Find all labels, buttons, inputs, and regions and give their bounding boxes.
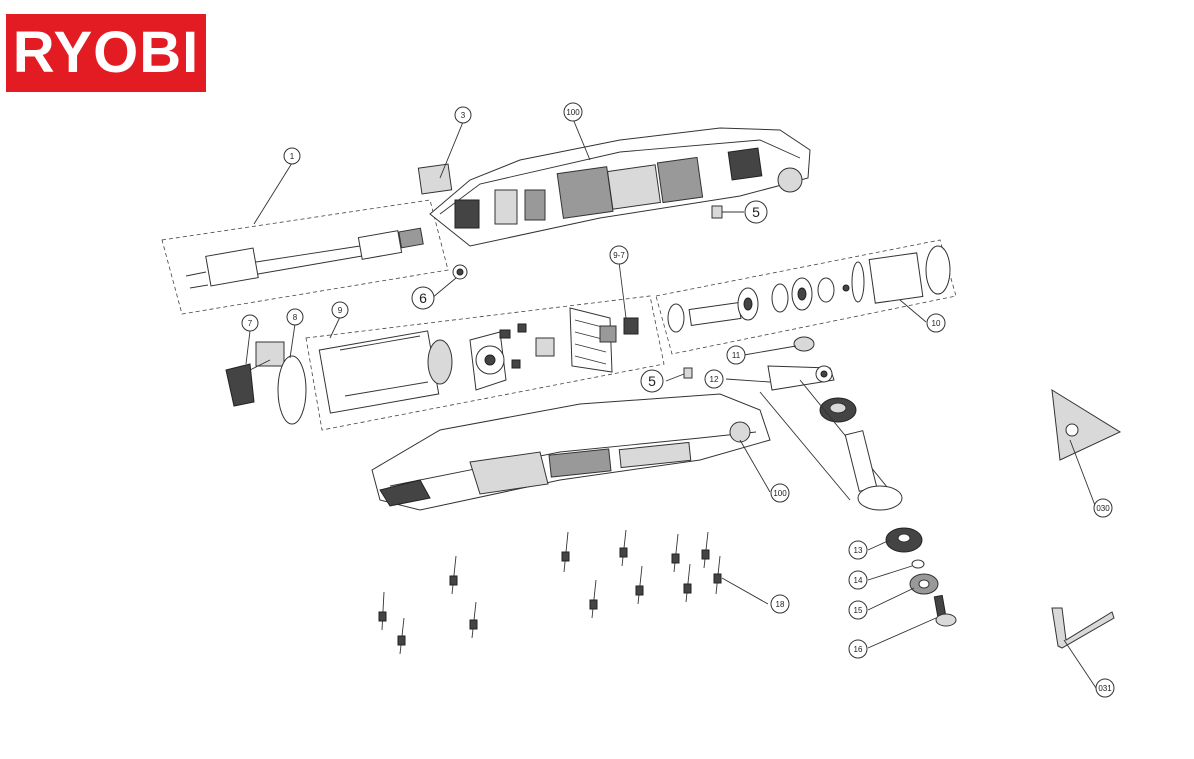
callout-9: 9 — [331, 301, 349, 319]
logo-text: RYOBI — [12, 20, 200, 85]
screws-group — [378, 529, 722, 655]
callout-031: 031 — [1095, 678, 1115, 698]
oscillating-arm — [767, 336, 857, 423]
callouts: 1 3 100 5 6 7 8 9 9-7 10 11 12 5 100 030… — [241, 102, 1115, 698]
screw — [619, 529, 628, 567]
svg-text:9: 9 — [338, 306, 343, 315]
clamp-part — [225, 341, 285, 407]
screw — [561, 531, 570, 573]
svg-text:3: 3 — [461, 111, 466, 120]
svg-text:7: 7 — [248, 319, 253, 328]
callout-16: 16 — [848, 639, 868, 659]
flange-part — [885, 527, 923, 553]
screw — [397, 617, 406, 655]
screw — [701, 531, 710, 569]
svg-text:16: 16 — [854, 645, 863, 654]
callout-14: 14 — [848, 570, 868, 590]
washer-disc-part — [277, 355, 307, 425]
small-spring-part — [711, 205, 723, 219]
sanding-pad — [1051, 389, 1122, 461]
svg-text:100: 100 — [773, 489, 787, 498]
callout-6: 6 — [411, 286, 435, 310]
svg-text:6: 6 — [419, 290, 427, 306]
svg-text:8: 8 — [293, 313, 298, 322]
screw — [635, 565, 644, 605]
clamping-screw-part — [933, 594, 957, 627]
callout-11: 11 — [726, 345, 746, 365]
washer-part — [911, 559, 925, 569]
svg-text:030: 030 — [1096, 504, 1110, 513]
svg-text:031: 031 — [1098, 684, 1112, 693]
svg-text:15: 15 — [854, 606, 863, 615]
svg-text:1: 1 — [290, 152, 295, 161]
callout-8: 8 — [286, 308, 304, 326]
ring-part — [909, 573, 939, 595]
spindle-assembly — [655, 239, 957, 355]
callout-9-7: 9-7 — [609, 245, 629, 265]
svg-text:18: 18 — [776, 600, 785, 609]
screw — [589, 579, 598, 619]
screw — [469, 601, 478, 639]
callout-030: 030 — [1093, 498, 1113, 518]
hex-key — [1051, 607, 1115, 649]
svg-text:10: 10 — [932, 319, 941, 328]
screw — [713, 555, 722, 595]
housing-upper — [429, 127, 811, 247]
svg-text:100: 100 — [566, 108, 580, 117]
svg-text:11: 11 — [732, 351, 741, 360]
callout-5-lower: 5 — [640, 369, 664, 393]
small-spring-part-lower — [683, 367, 693, 379]
housing-lower — [371, 393, 771, 511]
callout-12: 12 — [704, 369, 724, 389]
screw — [671, 533, 680, 573]
screw — [449, 555, 458, 595]
callout-15: 15 — [848, 600, 868, 620]
ryobi-logo: RYOBI — [6, 14, 206, 92]
callout-1: 1 — [283, 147, 301, 165]
svg-text:14: 14 — [854, 576, 863, 585]
callout-10: 10 — [926, 313, 946, 333]
callout-3: 3 — [454, 106, 472, 124]
leader-lines — [245, 118, 1097, 689]
callout-7: 7 — [241, 314, 259, 332]
screw — [378, 591, 387, 631]
callout-18: 18 — [770, 594, 790, 614]
callout-100-lower: 100 — [770, 483, 790, 503]
drive-shaft — [759, 379, 903, 511]
svg-text:12: 12 — [710, 375, 719, 384]
callout-5-top: 5 — [744, 200, 768, 224]
motor-assembly — [305, 295, 665, 431]
callout-13: 13 — [848, 540, 868, 560]
callout-100-top: 100 — [563, 102, 583, 122]
svg-text:5: 5 — [752, 204, 760, 220]
power-cord — [161, 199, 449, 315]
switch-part — [417, 163, 453, 195]
svg-text:9-7: 9-7 — [613, 251, 625, 260]
svg-text:5: 5 — [648, 373, 656, 389]
nut-part — [452, 264, 468, 280]
screw — [683, 563, 692, 603]
svg-text:13: 13 — [854, 546, 863, 555]
